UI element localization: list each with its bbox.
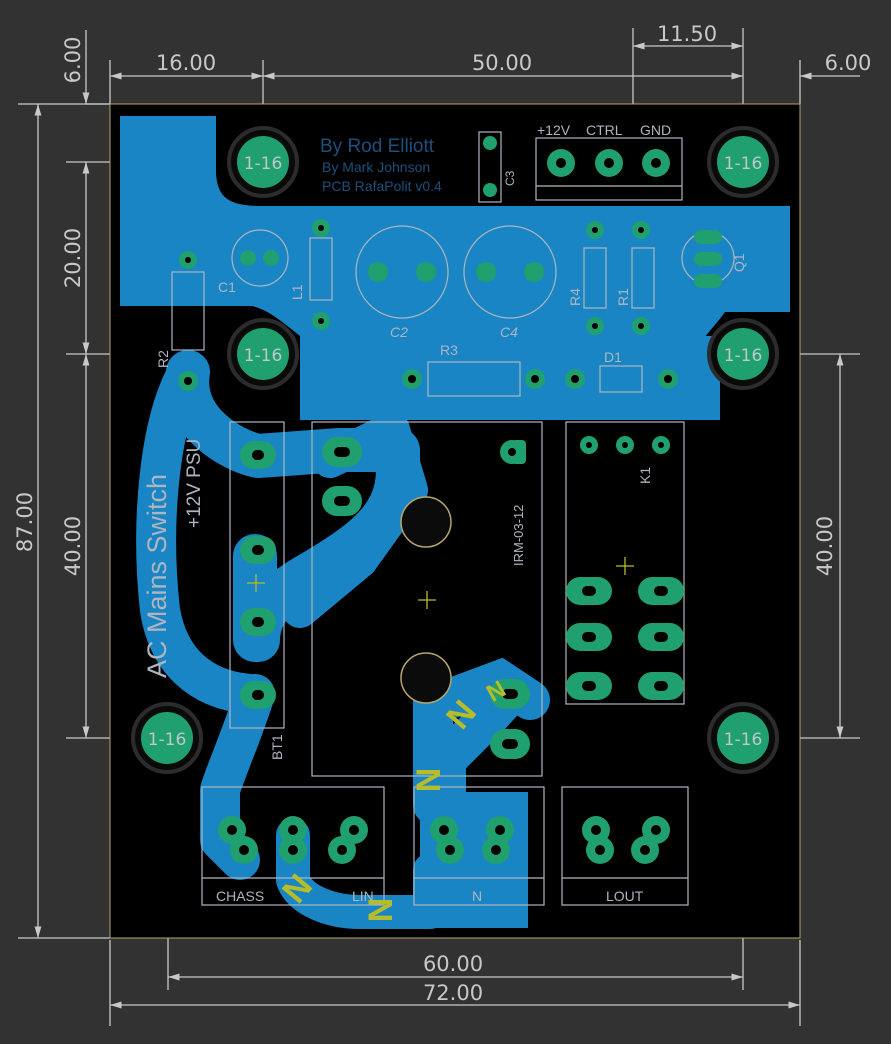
mounting-hole	[707, 702, 779, 774]
credit-author: By Rod Elliott	[320, 136, 435, 157]
hole-label: 1-16	[244, 346, 283, 366]
dim-40-right: 40.00	[813, 516, 837, 576]
header-pin-ctrl: CTRL	[586, 122, 623, 138]
irm-bosses	[400, 496, 452, 704]
neutral-mark: N	[410, 768, 448, 793]
hole-label: 1-16	[244, 154, 283, 174]
header-pin-12v: +12V	[537, 122, 571, 138]
mounting-hole	[227, 318, 299, 390]
neutral-mark: N	[362, 898, 400, 923]
copper-pour	[120, 116, 790, 420]
dim-20: 20.00	[61, 228, 85, 288]
hole-label: 1-16	[724, 730, 763, 750]
connector-n: N	[472, 888, 482, 904]
pad-holes	[184, 158, 672, 855]
dim-60: 60.00	[423, 952, 483, 976]
mounting-hole	[707, 126, 779, 198]
label-r4: R4	[567, 288, 583, 306]
hole-label: 1-16	[724, 154, 763, 174]
credit-version: PCB RafaPolit v0.4	[322, 178, 442, 194]
dim-50: 50.00	[472, 51, 532, 75]
hole-label: 1-16	[724, 346, 763, 366]
label-r3: R3	[440, 342, 458, 358]
connector-chass: CHASS	[216, 888, 264, 904]
board-title: AC Mains Switch	[142, 474, 172, 678]
psu-label: +12V PSU	[184, 439, 205, 528]
center-marks	[247, 557, 634, 609]
dim-72: 72.00	[423, 981, 483, 1005]
label-q1: Q1	[731, 253, 747, 272]
mounting-holes	[131, 126, 779, 774]
dim-11-5: 11.50	[657, 22, 717, 46]
dim-16: 16.00	[156, 51, 216, 75]
label-irm: IRM-03-12	[511, 505, 526, 566]
mounting-hole	[707, 318, 779, 390]
label-c2: C2	[390, 324, 408, 340]
mounting-hole	[131, 702, 203, 774]
label-l1: L1	[289, 284, 305, 300]
label-c3: C3	[503, 170, 517, 186]
dim-87: 87.00	[13, 492, 37, 552]
hole-label: 1-16	[148, 730, 187, 750]
label-r2: R2	[155, 350, 171, 368]
credit-contributor: By Mark Johnson	[322, 159, 430, 175]
mounting-hole	[227, 126, 299, 198]
label-d1: D1	[604, 349, 622, 365]
dim-6-left: 6.00	[61, 37, 85, 84]
label-r1: R1	[615, 288, 631, 306]
silkscreen-outlines	[171, 131, 735, 906]
label-bt1: BT1	[269, 734, 285, 760]
header-pin-gnd: GND	[640, 122, 671, 138]
connector-lin: LIN	[352, 888, 374, 904]
dim-40-left: 40.00	[61, 516, 85, 576]
label-k1: K1	[637, 467, 653, 484]
connector-lout: LOUT	[606, 888, 644, 904]
label-c1: C1	[218, 279, 236, 295]
dim-6-right: 6.00	[825, 51, 872, 75]
label-c4: C4	[500, 324, 518, 340]
